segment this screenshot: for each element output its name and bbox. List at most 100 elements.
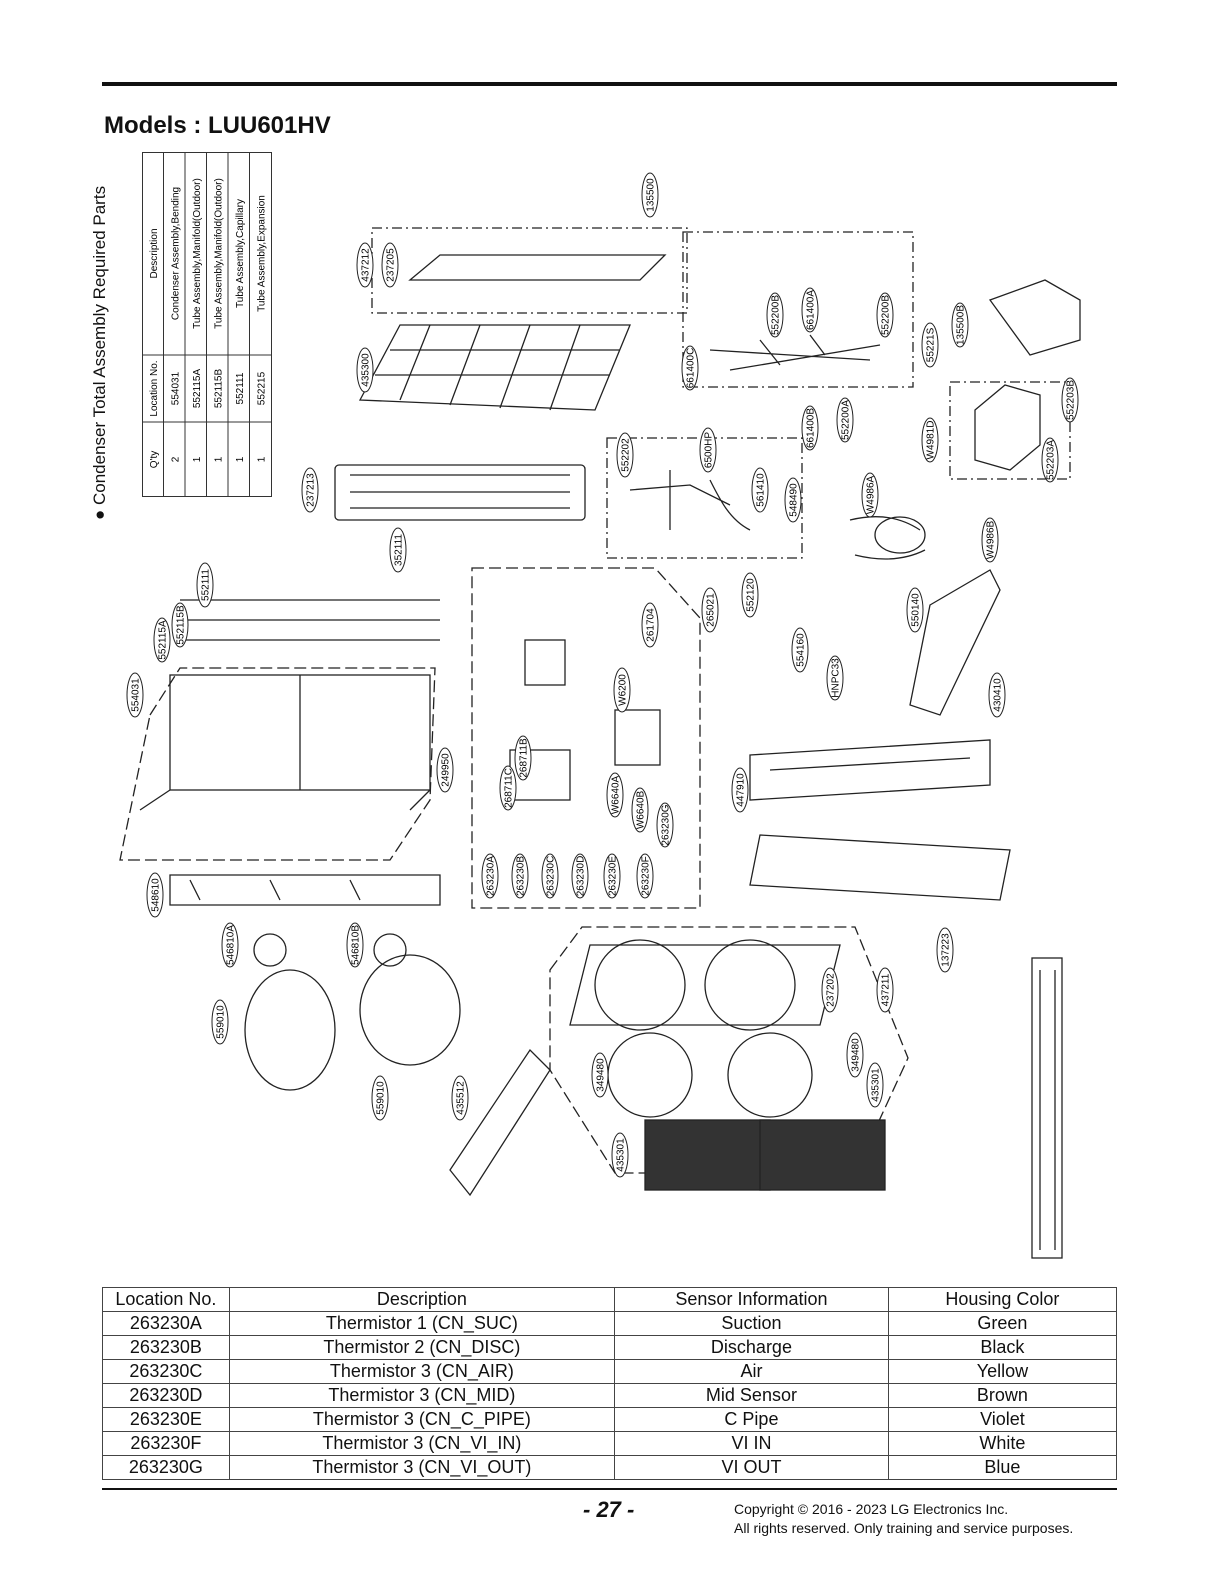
part-callout-label: 263230C [546, 856, 557, 897]
part-callout-label: 561410 [756, 473, 767, 507]
part-callout: 552202 [616, 432, 634, 478]
part-callout-label: 135500B [956, 305, 967, 345]
part-callout: 435301 [866, 1062, 884, 1108]
part-callout: 263230D [571, 853, 589, 899]
part-callout: 552115A [153, 617, 171, 663]
part-callout: 552115B [171, 602, 189, 648]
copyright-line-1: Copyright © 2016 - 2023 LG Electronics I… [734, 1501, 1009, 1517]
required-parts-cell: 2 [170, 456, 181, 462]
part-callout-label: W6200 [618, 674, 629, 706]
table-cell: VI OUT [614, 1455, 889, 1480]
required-parts-header: Location No. [149, 360, 160, 416]
part-callout: 437211 [876, 967, 894, 1013]
part-callout-label: 265021 [706, 593, 717, 627]
part-callout-label: 661400B [806, 408, 817, 448]
part-callout: 249950 [436, 747, 454, 793]
part-callout: 237202 [821, 967, 839, 1013]
part-callout-label: 552115A [158, 620, 169, 660]
required-parts-header: Q'ty [149, 451, 160, 468]
part-callout-label: 552200B [881, 295, 892, 335]
part-callout: 552200B [876, 292, 894, 338]
part-callout: 554160 [791, 627, 809, 673]
required-parts-cell: 552115A [192, 369, 203, 409]
part-callout: 559010 [371, 1075, 389, 1121]
part-callout-label: 552200B [771, 295, 782, 335]
sensor-col-header: Description [228, 1287, 616, 1312]
part-callout-label: 552202 [621, 438, 632, 472]
table-cell: Discharge [614, 1335, 889, 1360]
part-callout: 263230B [511, 853, 529, 899]
required-parts-header: Description [149, 228, 160, 278]
table-cell: White [887, 1431, 1118, 1456]
required-parts-cell: 552115B [213, 369, 224, 409]
part-callout-label: 237213 [306, 473, 317, 507]
table-cell: Suction [614, 1311, 889, 1336]
part-callout: 237205 [381, 242, 399, 288]
part-callout-label: 263230B [516, 856, 527, 896]
table-cell: 263230B [102, 1335, 230, 1360]
part-callout: W4981D [921, 417, 939, 463]
part-callout-label: W4986A [866, 475, 877, 514]
part-callout-label: W4981D [926, 421, 937, 460]
part-callout-label: 261704 [646, 608, 657, 642]
part-callout-label: 435301 [871, 1068, 882, 1102]
table-cell: Thermistor 1 (CN_SUC) [228, 1311, 616, 1336]
part-callout-label: 349480 [596, 1058, 607, 1092]
part-callout: 55221S [921, 322, 939, 368]
part-callout: 435512 [451, 1075, 469, 1121]
part-callout: W6640A [606, 772, 624, 818]
part-callout-label: 263230F [641, 856, 652, 895]
part-callout-label: 237205 [386, 248, 397, 282]
part-callout: 661400B [801, 405, 819, 451]
part-callout-label: 546810A [226, 925, 237, 965]
table-cell: Yellow [887, 1359, 1118, 1384]
part-callout: 237213 [301, 467, 319, 513]
part-callout-label: 135500 [646, 178, 657, 212]
part-callout-label: 6500HP [704, 432, 715, 468]
part-callout-label: 661400C [686, 348, 697, 389]
part-callout: 349480 [846, 1032, 864, 1078]
part-callout-label: 263230A [486, 856, 497, 896]
required-parts-cell: 1 [256, 456, 267, 462]
table-cell: 263230D [102, 1383, 230, 1408]
table-cell: Mid Sensor [614, 1383, 889, 1408]
table-cell: Violet [887, 1407, 1118, 1432]
part-callout-label: W6640A [611, 775, 622, 814]
part-callout-label: 552115B [176, 605, 187, 645]
part-callout: 552120 [741, 572, 759, 618]
table-cell: Thermistor 3 (CN_MID) [228, 1383, 616, 1408]
required-parts-cell: 552111 [235, 372, 246, 404]
part-callout-label: 268711C [504, 768, 515, 808]
part-callout-label: 552203A [1046, 440, 1057, 480]
part-callout-label: 435301 [616, 1138, 627, 1172]
part-callout-label: 435512 [456, 1081, 467, 1115]
part-callout: 435301 [611, 1132, 629, 1178]
part-callout: 430410 [988, 672, 1006, 718]
part-callout-label: HNPC33 [831, 658, 842, 698]
part-callout-label: 237202 [826, 973, 837, 1007]
part-callout: 552200A [836, 397, 854, 443]
part-callout-label: W4986B [986, 520, 997, 559]
part-callout: 550140 [906, 587, 924, 633]
part-callout: 352111 [389, 527, 407, 573]
part-callout-label: 437212 [361, 248, 372, 282]
sensor-col-header: Housing Color [887, 1287, 1118, 1312]
page-title: Models : LUU601HV [104, 112, 331, 139]
part-callout-label: 249950 [441, 753, 452, 787]
table-cell: 263230G [102, 1455, 230, 1480]
part-callout-label: 263230D [576, 856, 587, 897]
part-callout: 661400C [681, 345, 699, 391]
bottom-rule [102, 1488, 1117, 1490]
part-callout-label: 559010 [376, 1081, 387, 1115]
table-cell: Thermistor 3 (CN_VI_OUT) [228, 1455, 616, 1480]
part-callout: 548490 [784, 477, 802, 523]
part-callout-label: 137223 [941, 933, 952, 967]
part-callout-label: 430410 [993, 678, 1004, 712]
